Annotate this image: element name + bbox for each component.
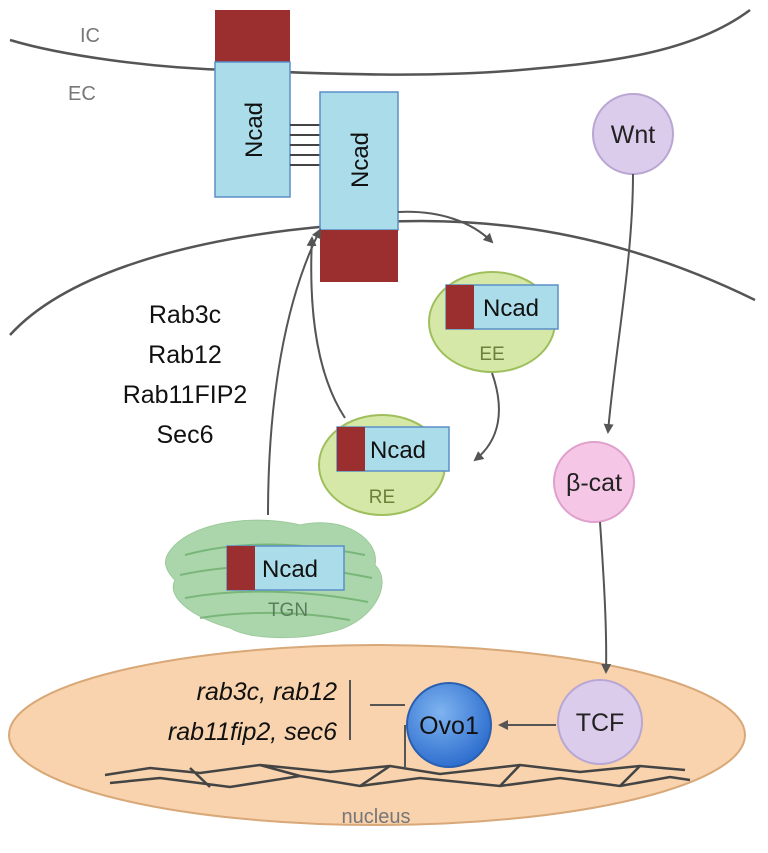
repression-inhibitor	[349, 680, 406, 768]
trans-golgi-network: Ncad TGN	[165, 519, 383, 639]
bcat-to-tcf-arrow	[599, 521, 612, 674]
ncad-left: Ncad	[214, 10, 291, 198]
ncad-right-label: Ncad	[347, 132, 374, 188]
ncad-left-label: Ncad	[241, 102, 268, 158]
wnt-node: Wnt	[592, 93, 674, 175]
early-endosome: Ncad EE	[428, 271, 559, 373]
nucleus	[8, 644, 746, 826]
ee-label: EE	[479, 344, 504, 365]
factor-rab11fip2: Rab11FIP2	[123, 381, 248, 409]
re-ncad-label: Ncad	[370, 437, 426, 464]
ic-label: IC	[80, 25, 100, 47]
wnt-label: Wnt	[611, 121, 656, 149]
ovo1-node: Ovo1	[406, 682, 492, 768]
trafficking-arrows	[267, 210, 500, 516]
ncad-right: Ncad	[319, 91, 399, 282]
tcf-label: TCF	[576, 709, 625, 737]
target-genes-line1: rab3c, rab12	[197, 678, 337, 706]
wnt-to-bcat-arrow	[603, 173, 634, 434]
ee-ncad-label: Ncad	[483, 295, 539, 322]
nucleus-label: nucleus	[342, 806, 411, 828]
adhesion-bonds	[290, 124, 320, 166]
ec-label: EC	[68, 83, 96, 105]
ee-to-re-arrow	[473, 372, 500, 462]
beta-catenin-node: β-cat	[553, 441, 635, 523]
ovo1-label: Ovo1	[419, 712, 479, 740]
re-label: RE	[369, 487, 395, 508]
tgn-label: TGN	[268, 600, 308, 621]
target-genes-line2: rab11fip2, sec6	[168, 718, 337, 746]
target-genes: rab3c, rab12 rab11fip2, sec6	[168, 678, 337, 746]
factor-rab3c: Rab3c	[149, 301, 221, 329]
trafficking-factors: Rab3c Rab12 Rab11FIP2 Sec6	[123, 301, 248, 449]
chromatin	[104, 763, 691, 789]
signaling-arrows	[498, 173, 634, 730]
tcf-node: TCF	[557, 679, 643, 765]
tgn-to-membrane-arrow	[267, 228, 321, 516]
re-to-membrane-arrow	[306, 236, 346, 419]
factor-sec6: Sec6	[157, 421, 214, 449]
factor-rab12: Rab12	[148, 341, 222, 369]
tgn-ncad-label: Ncad	[262, 556, 318, 583]
recycling-endosome: Ncad RE	[318, 414, 450, 516]
beta-catenin-label: β-cat	[566, 469, 622, 497]
upper-membrane	[9, 8, 751, 76]
membrane-to-ee-arrow	[397, 210, 494, 244]
